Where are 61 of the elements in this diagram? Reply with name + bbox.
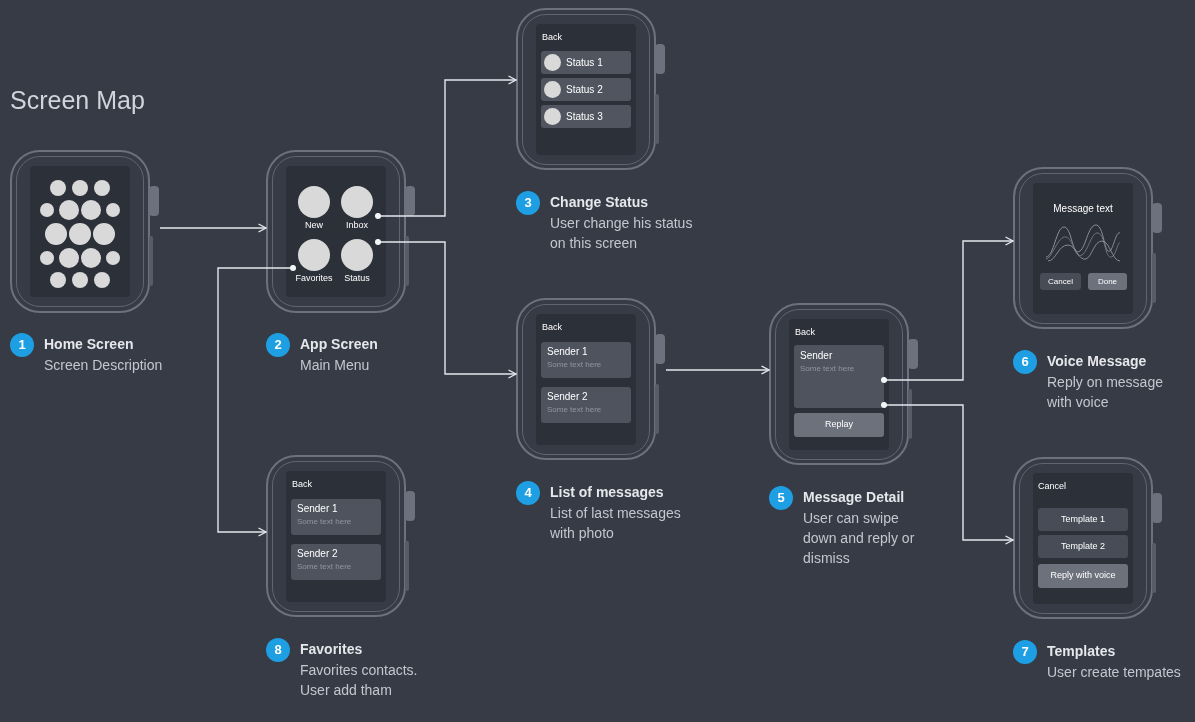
screen-title: List of messages — [550, 483, 665, 502]
sender-name: Sender 1 — [547, 345, 589, 359]
screen-button: Reply with voice — [1038, 564, 1128, 588]
screen-heading: Message text — [1052, 203, 1114, 215]
screen-label: Back — [542, 322, 562, 333]
screen-button: Cancel — [1040, 273, 1081, 290]
sender-name: Sender 2 — [547, 390, 589, 404]
sender-name: Sender — [800, 349, 834, 363]
screen-description: List of last messages with photo — [550, 504, 682, 543]
screen-title: Message Detail — [803, 488, 906, 507]
connector-arrow — [665, 365, 770, 375]
smartwatch — [266, 455, 416, 617]
smartwatch — [1013, 167, 1163, 329]
step-badge: 2 — [266, 333, 290, 357]
screen-button: Template 2 — [1038, 535, 1128, 558]
screen-label: Cancel — [1038, 481, 1066, 492]
screen-label: Back — [795, 327, 815, 338]
connector-arrow — [374, 75, 517, 220]
step-badge: 1 — [10, 333, 34, 357]
screen-description: Reply on message with voice — [1047, 373, 1164, 412]
screen-label: Back — [542, 32, 562, 43]
screen-title: Change Status — [550, 193, 649, 212]
screen-description: User can swipe down and reply or dismiss — [803, 509, 916, 568]
screen-description: Screen Description — [44, 356, 164, 375]
screen-label: Back — [292, 479, 312, 490]
connector-arrow — [217, 264, 297, 537]
sender-name: Sender 1 — [297, 502, 339, 516]
step-badge: 3 — [516, 191, 540, 215]
smartwatch — [10, 150, 160, 313]
status-option: Status 1 — [541, 51, 631, 74]
sender-name: Sender 2 — [297, 547, 339, 561]
connector-arrow — [374, 238, 517, 379]
smartwatch — [769, 303, 919, 465]
screen-description: Main Menu — [300, 356, 371, 375]
screen-description: User create tempates — [1047, 663, 1182, 682]
screen-title: Templates — [1047, 642, 1117, 661]
screen-button: Done — [1088, 273, 1127, 290]
smartwatch — [266, 150, 416, 313]
screen-description: User change his status on this screen — [550, 214, 694, 253]
diagram-title: Screen Map — [10, 85, 145, 116]
status-option: Status 3 — [541, 105, 631, 128]
connector-arrow — [880, 401, 1014, 545]
connector-arrow — [880, 236, 1014, 384]
status-option: Status 2 — [541, 78, 631, 101]
message-card — [794, 345, 884, 408]
screen-button: Template 1 — [1038, 508, 1128, 531]
smartwatch — [516, 8, 666, 170]
step-badge: 7 — [1013, 640, 1037, 664]
step-badge: 8 — [266, 638, 290, 662]
screen-title: App Screen — [300, 335, 379, 354]
screen-description: Favorites contacts. User add tham — [300, 661, 419, 700]
smartwatch — [1013, 457, 1163, 619]
connector-arrow — [159, 223, 267, 233]
step-badge: 5 — [769, 486, 793, 510]
screen-button: Replay — [794, 413, 884, 437]
step-badge: 6 — [1013, 350, 1037, 374]
step-badge: 4 — [516, 481, 540, 505]
screen-title: Voice Message — [1047, 352, 1148, 371]
smartwatch — [516, 298, 666, 460]
screen-title: Favorites — [300, 640, 364, 659]
screen-title: Home Screen — [44, 335, 135, 354]
